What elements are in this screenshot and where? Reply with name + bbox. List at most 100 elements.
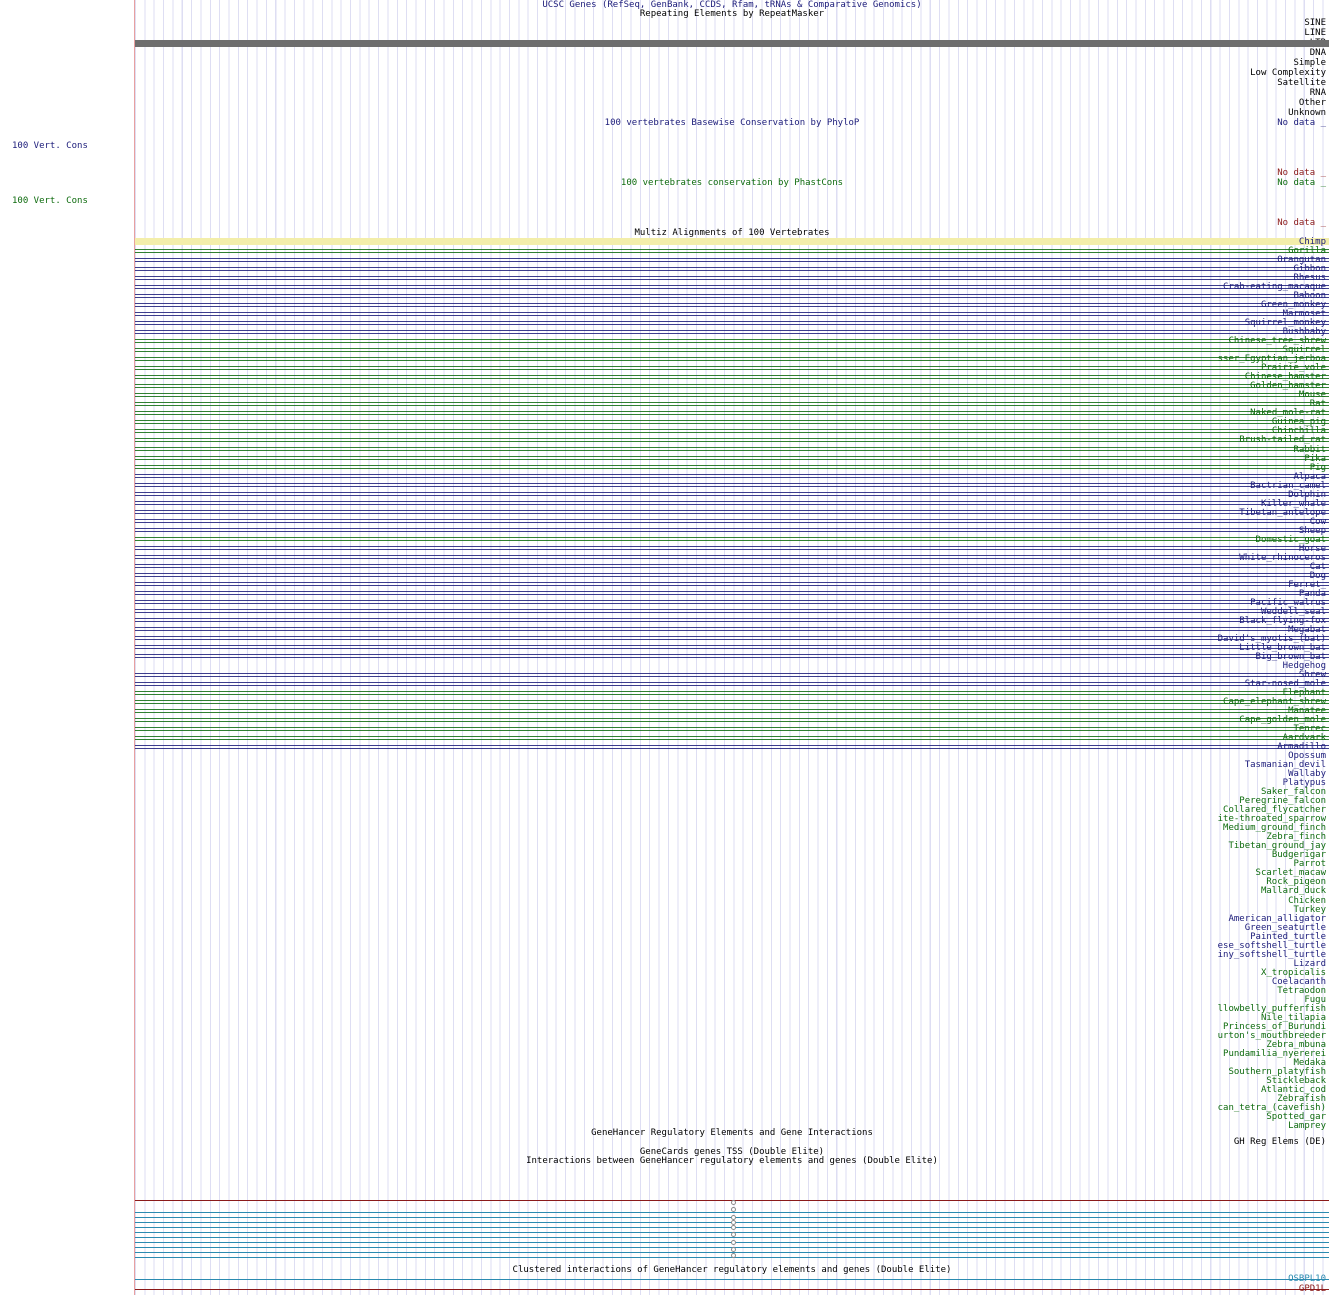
track-image-area[interactable] bbox=[135, 0, 1329, 1295]
species-label[interactable]: can_tetra_(cavefish) bbox=[1217, 1102, 1326, 1113]
species-label[interactable]: Saker_falcon bbox=[1260, 787, 1326, 798]
species-alignment-band[interactable] bbox=[135, 248, 1329, 253]
species-label[interactable]: Marmoset bbox=[1282, 309, 1326, 320]
species-label[interactable]: Black_flying-fox bbox=[1239, 615, 1326, 626]
species-label[interactable]: Chinese_hamster bbox=[1244, 372, 1326, 383]
track-title-phylop[interactable]: 100 vertebrates Basewise Conservation by… bbox=[604, 118, 860, 128]
interaction-line[interactable] bbox=[135, 1252, 1329, 1253]
species-label[interactable]: Princess_of_Burundi bbox=[1223, 1021, 1326, 1032]
gene-line-osbpl10[interactable] bbox=[135, 1279, 1329, 1280]
species-label[interactable]: Peregrine_falcon bbox=[1239, 796, 1326, 807]
species-label[interactable]: Zebrafish bbox=[1277, 1093, 1326, 1104]
species-label[interactable]: Zebra_mbuna bbox=[1266, 1039, 1326, 1050]
species-label[interactable]: Painted_turtle bbox=[1250, 931, 1326, 942]
species-alignment-band[interactable] bbox=[135, 636, 1329, 641]
tss-marker[interactable] bbox=[731, 1225, 736, 1230]
species-label[interactable]: Prairie_vole bbox=[1260, 363, 1326, 374]
species-alignment-band[interactable] bbox=[135, 555, 1329, 560]
species-alignment-band[interactable] bbox=[135, 690, 1329, 695]
species-label[interactable]: Dog bbox=[1309, 570, 1326, 581]
species-label[interactable]: Pundamilia_nyererei bbox=[1223, 1048, 1326, 1059]
species-label[interactable]: Bushbaby bbox=[1282, 327, 1326, 338]
species-alignment-band[interactable] bbox=[135, 537, 1329, 542]
species-label[interactable]: American_alligator bbox=[1228, 913, 1326, 924]
species-label[interactable]: ite-throated_sparrow bbox=[1217, 814, 1326, 825]
species-alignment-band[interactable] bbox=[135, 257, 1329, 262]
species-label[interactable]: iny_softshell_turtle bbox=[1217, 949, 1326, 960]
track-title-phastcons[interactable]: 100 vertebrates conservation by PhastCon… bbox=[620, 178, 844, 188]
ltr-repeat-bar[interactable] bbox=[135, 40, 1329, 47]
gene-line-gpd1l[interactable] bbox=[135, 1289, 1329, 1290]
species-label[interactable]: Hedgehog bbox=[1282, 660, 1326, 671]
species-label[interactable]: Domestic_goat bbox=[1255, 534, 1326, 545]
species-alignment-band[interactable] bbox=[135, 419, 1329, 424]
species-alignment-band[interactable] bbox=[135, 519, 1329, 524]
species-label[interactable]: Naked_mole-rat bbox=[1250, 408, 1326, 419]
species-label[interactable]: Megabat bbox=[1288, 624, 1326, 635]
chimp-alignment-bar[interactable] bbox=[135, 238, 1329, 245]
species-alignment-band[interactable] bbox=[135, 437, 1329, 442]
track-title-ucsc-genes[interactable]: UCSC Genes (RefSeq, GenBank, CCDS, Rfam,… bbox=[542, 0, 922, 10]
species-alignment-band[interactable] bbox=[135, 708, 1329, 713]
species-label[interactable]: White_rhinoceros bbox=[1239, 552, 1326, 563]
species-label[interactable]: Tibetan_antelope bbox=[1239, 507, 1326, 518]
species-label[interactable]: Sheep bbox=[1298, 525, 1326, 536]
species-label[interactable]: Big_brown_bat bbox=[1255, 651, 1326, 662]
species-label[interactable]: Shrew bbox=[1298, 670, 1326, 680]
species-alignment-band[interactable] bbox=[135, 528, 1329, 533]
species-label[interactable]: Medaka bbox=[1293, 1057, 1326, 1068]
species-alignment-band[interactable] bbox=[135, 483, 1329, 487]
species-label[interactable]: Aardvark bbox=[1282, 733, 1326, 744]
species-label[interactable]: Guinea_pig bbox=[1271, 417, 1326, 428]
species-alignment-band[interactable] bbox=[135, 681, 1329, 686]
species-label[interactable]: Lizard bbox=[1293, 958, 1326, 969]
species-label[interactable]: Cape_golden_mole bbox=[1239, 715, 1326, 726]
species-label[interactable]: Pig bbox=[1309, 462, 1326, 473]
species-alignment-band[interactable] bbox=[135, 645, 1329, 650]
species-label[interactable]: Parrot bbox=[1293, 859, 1326, 870]
species-alignment-band[interactable] bbox=[135, 392, 1329, 397]
species-label[interactable]: Cape_elephant_shrew bbox=[1223, 697, 1326, 707]
track-title-repeatmasker[interactable]: Repeating Elements by RepeatMasker bbox=[639, 9, 825, 19]
species-label[interactable]: Rabbit bbox=[1293, 444, 1326, 455]
species-label[interactable]: Cat bbox=[1309, 561, 1326, 572]
species-label[interactable]: Cow bbox=[1309, 516, 1326, 527]
species-alignment-band[interactable] bbox=[135, 627, 1329, 632]
species-label[interactable]: Mouse bbox=[1298, 390, 1326, 401]
tss-marker[interactable] bbox=[731, 1232, 736, 1237]
species-label[interactable]: Gorilla bbox=[1288, 246, 1326, 256]
species-alignment-band[interactable] bbox=[135, 275, 1329, 280]
species-alignment-band[interactable] bbox=[135, 266, 1329, 271]
species-alignment-band[interactable] bbox=[135, 284, 1329, 289]
species-alignment-band[interactable] bbox=[135, 717, 1329, 722]
interaction-line[interactable] bbox=[135, 1212, 1329, 1213]
species-label[interactable]: Manatee bbox=[1288, 706, 1326, 716]
species-label[interactable]: David's_myotis_(bat) bbox=[1217, 633, 1326, 644]
species-label[interactable]: Opossum bbox=[1288, 751, 1326, 762]
track-title-genecards-tss[interactable]: GeneCards genes TSS (Double Elite) bbox=[639, 1147, 825, 1157]
species-alignment-band[interactable] bbox=[135, 410, 1329, 415]
species-alignment-band[interactable] bbox=[135, 401, 1329, 406]
track-title-multiz[interactable]: Multiz Alignments of 100 Vertebrates bbox=[634, 228, 830, 238]
species-label[interactable]: Chicken bbox=[1288, 895, 1326, 906]
species-alignment-band[interactable] bbox=[135, 618, 1329, 623]
species-alignment-band[interactable] bbox=[135, 609, 1329, 614]
species-label[interactable]: Spotted_gar bbox=[1266, 1111, 1326, 1122]
species-label[interactable]: Fugu bbox=[1304, 994, 1326, 1005]
species-alignment-band[interactable] bbox=[135, 699, 1329, 704]
species-alignment-band[interactable] bbox=[135, 474, 1329, 478]
species-label[interactable]: Chimp bbox=[1298, 237, 1326, 247]
species-alignment-band[interactable] bbox=[135, 320, 1329, 325]
species-label[interactable]: Collared_flycatcher bbox=[1223, 805, 1326, 816]
species-alignment-band[interactable] bbox=[135, 654, 1329, 659]
species-label[interactable]: Coelacanth bbox=[1271, 976, 1326, 987]
species-label[interactable]: Mallard_duck bbox=[1260, 886, 1326, 897]
species-label[interactable]: Stickleback bbox=[1266, 1075, 1326, 1086]
tss-marker[interactable] bbox=[731, 1215, 736, 1220]
species-alignment-band[interactable] bbox=[135, 591, 1329, 596]
species-alignment-band[interactable] bbox=[135, 383, 1329, 388]
tss-marker[interactable] bbox=[731, 1253, 736, 1258]
species-alignment-band[interactable] bbox=[135, 428, 1329, 433]
species-label[interactable]: Rat bbox=[1309, 399, 1326, 410]
